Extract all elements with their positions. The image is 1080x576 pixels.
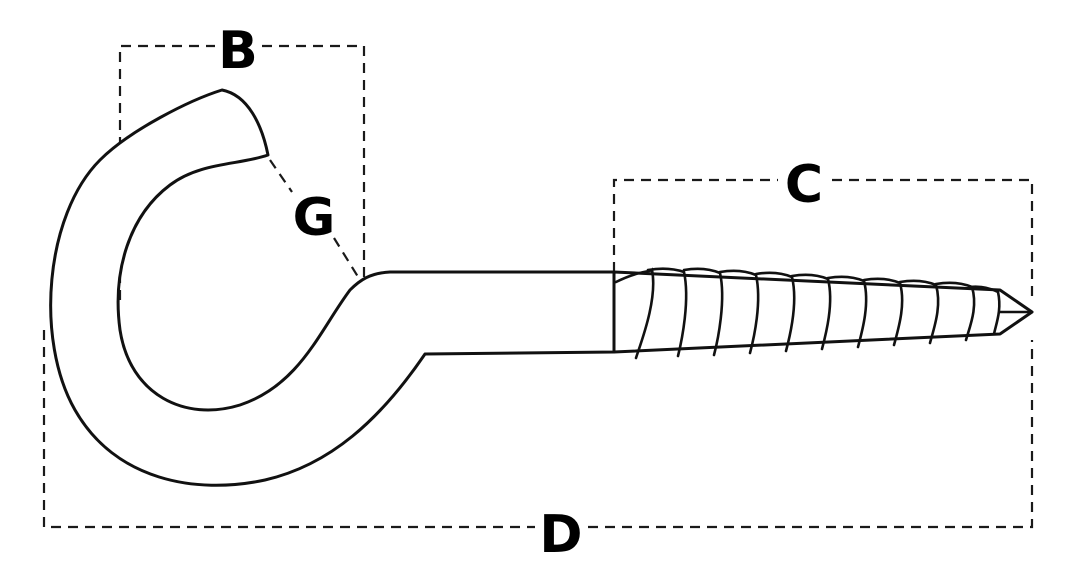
dimension-c-label: C bbox=[785, 155, 823, 215]
dimension-b-label: B bbox=[218, 21, 258, 81]
dimension-b-bracket bbox=[118, 44, 366, 300]
dimension-g-label: G bbox=[293, 188, 336, 248]
dimension-g-gap-line bbox=[269, 159, 361, 281]
dimension-c-bracket bbox=[612, 178, 1034, 300]
hook-body bbox=[49, 88, 616, 487]
screw-thread-11 bbox=[968, 285, 1001, 336]
dimension-d-label: D bbox=[539, 505, 582, 565]
threaded-screw-section bbox=[612, 267, 1034, 360]
dimension-d-bracket bbox=[42, 330, 1034, 529]
screw-thread-2 bbox=[646, 267, 688, 358]
